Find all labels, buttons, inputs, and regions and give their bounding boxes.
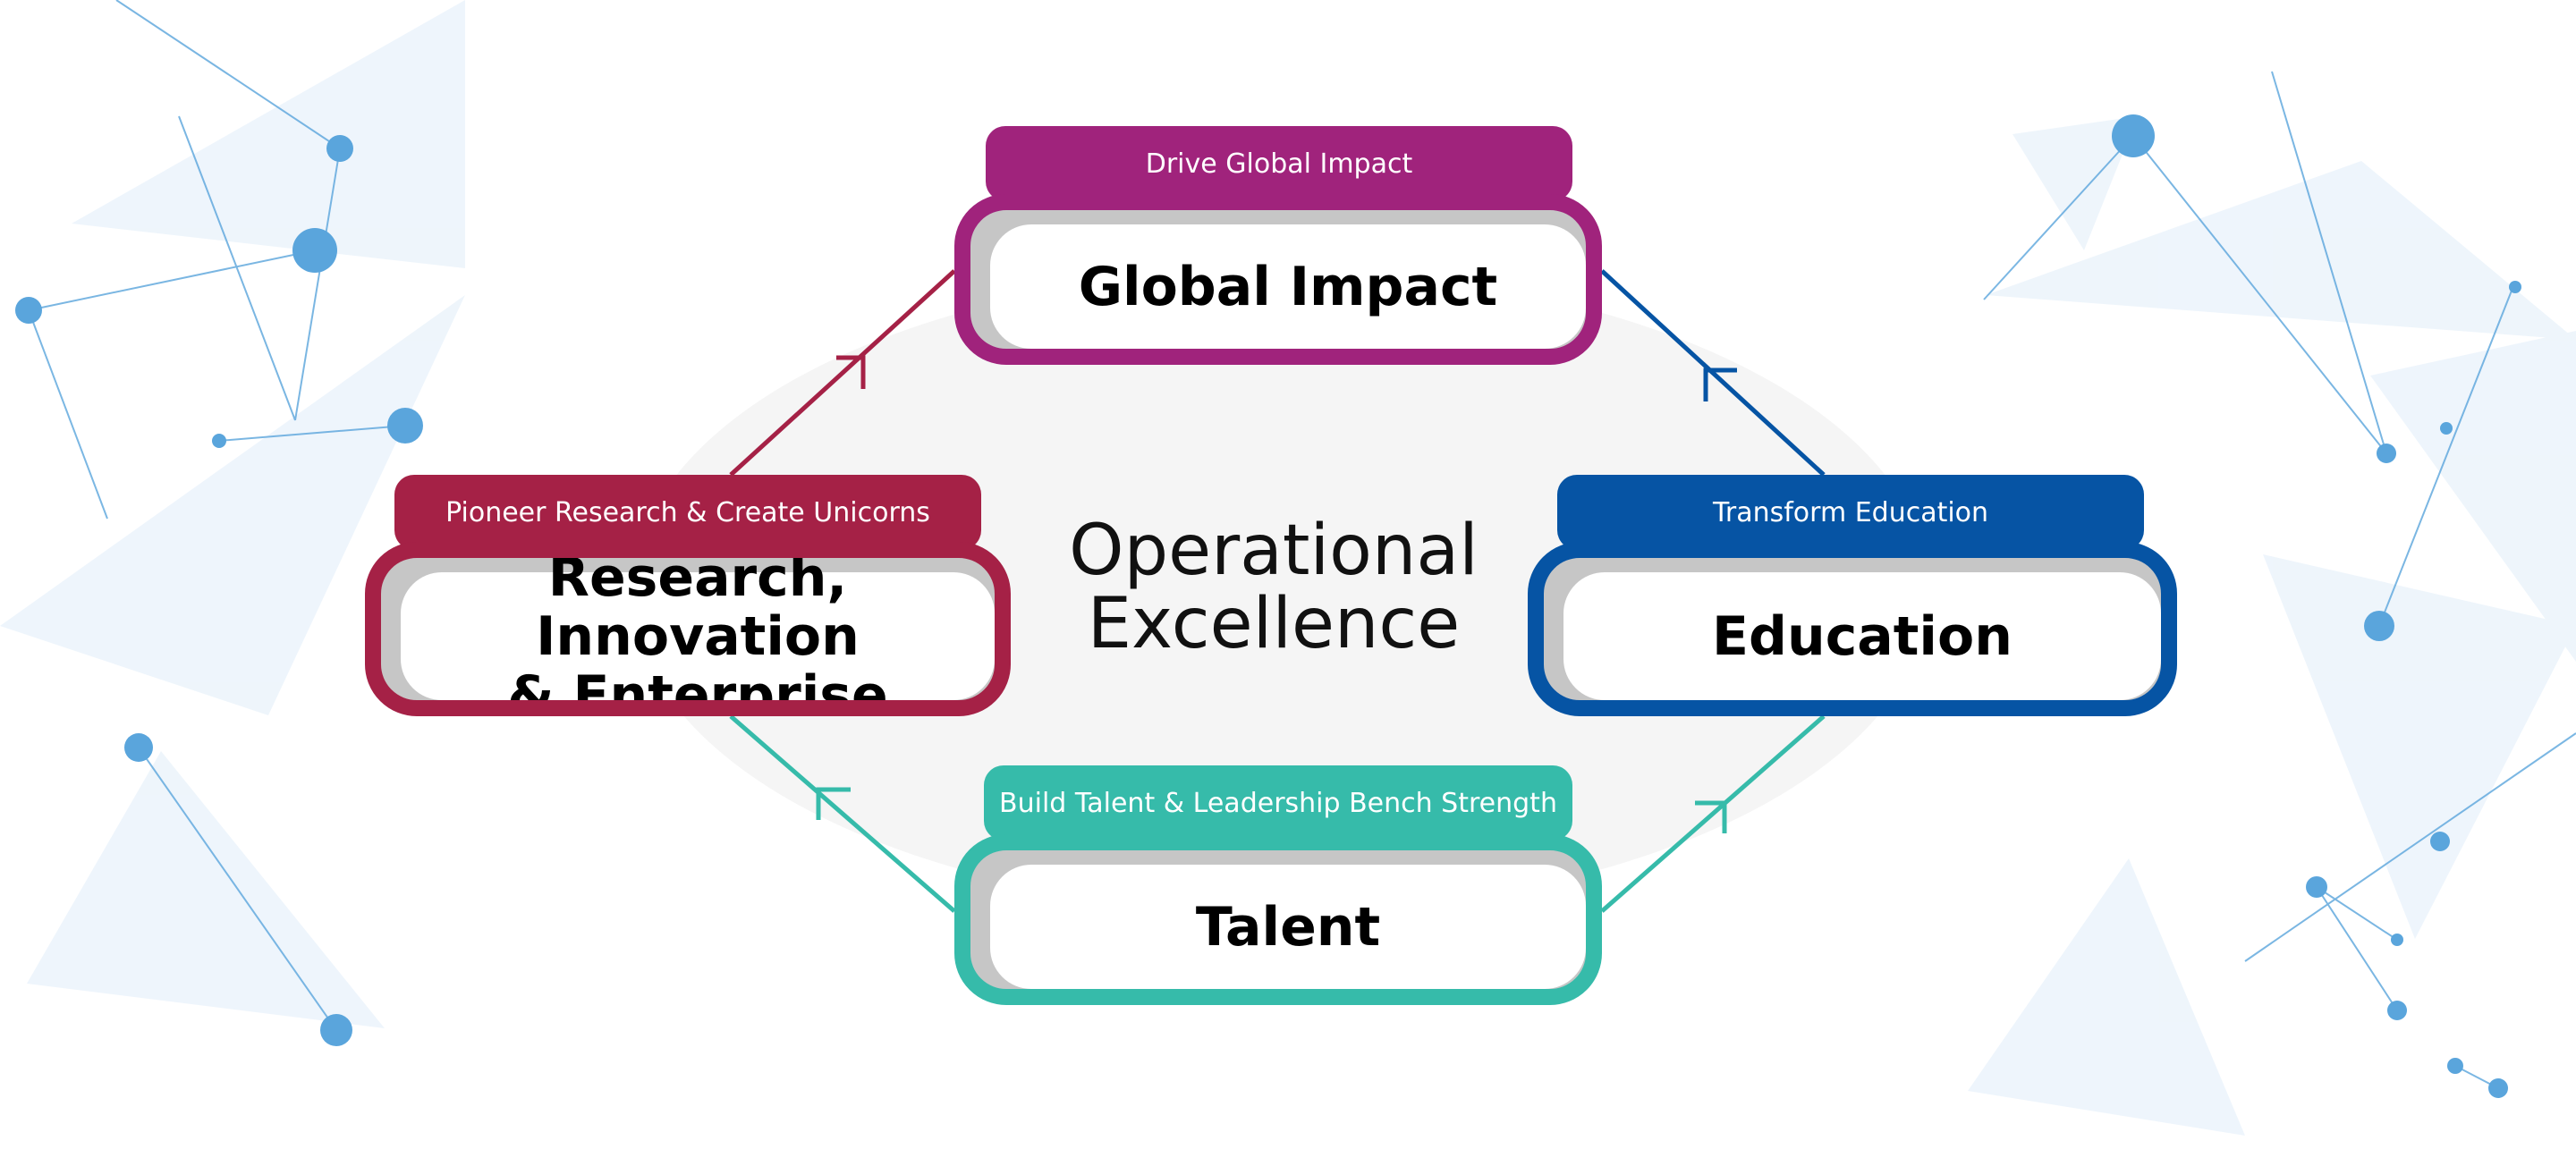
- center-label-line-1: Operational: [1069, 511, 1479, 591]
- center-label-line-2: Excellence: [1087, 584, 1461, 664]
- research-title-line-2: & Enterprise: [507, 663, 888, 716]
- arrow-talent-to-education-icon: [1695, 800, 1727, 833]
- global-impact-card[interactable]: Global Impact: [954, 194, 1602, 365]
- connector-talent-to-education: [1600, 714, 1826, 913]
- research-card[interactable]: Research, Innovation & Enterprise: [365, 542, 1011, 716]
- center-label: Operational Excellence: [1005, 514, 1542, 661]
- decor-dots: [15, 114, 2521, 1098]
- arrow-talent-to-research-icon: [816, 787, 851, 820]
- arrow-research-to-global-icon: [836, 355, 866, 389]
- research-title-line-1: Research, Innovation: [536, 545, 860, 668]
- global-impact-tab: Drive Global Impact: [986, 126, 1572, 201]
- decor-lines: [28, 0, 2576, 1089]
- research-title: Research, Innovation & Enterprise: [401, 558, 995, 700]
- talent-title: Talent: [990, 865, 1586, 989]
- connector-talent-to-research: [729, 714, 956, 913]
- connector-research-to-global: [729, 269, 956, 477]
- center-ellipse: [632, 271, 1929, 911]
- education-title: Education: [1563, 572, 2161, 700]
- connector-education-to-global: [1600, 269, 1826, 477]
- decor-triangles: [0, 0, 2576, 1136]
- talent-tab: Build Talent & Leadership Bench Strength: [984, 765, 1572, 841]
- arrow-education-to-global-icon: [1703, 368, 1737, 401]
- global-impact-title: Global Impact: [990, 224, 1586, 349]
- education-card[interactable]: Education: [1528, 542, 2177, 716]
- education-tab: Transform Education: [1557, 475, 2144, 550]
- research-tab: Pioneer Research & Create Unicorns: [394, 475, 981, 550]
- talent-card[interactable]: Talent: [954, 834, 1602, 1005]
